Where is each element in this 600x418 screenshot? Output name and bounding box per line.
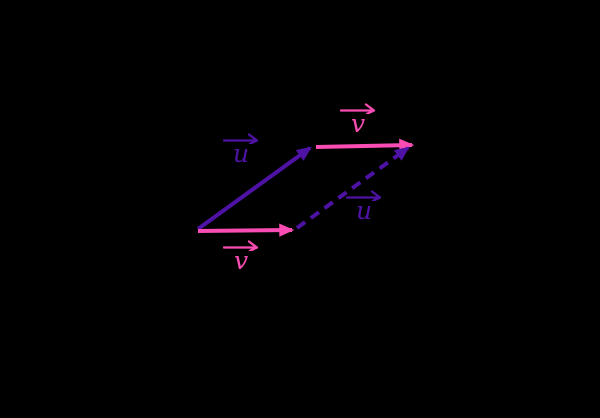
vector-u-solid [196, 146, 312, 231]
vector-u-dashed [295, 146, 410, 230]
vector-v-top [315, 138, 415, 152]
vector-v-bottom [197, 223, 295, 237]
